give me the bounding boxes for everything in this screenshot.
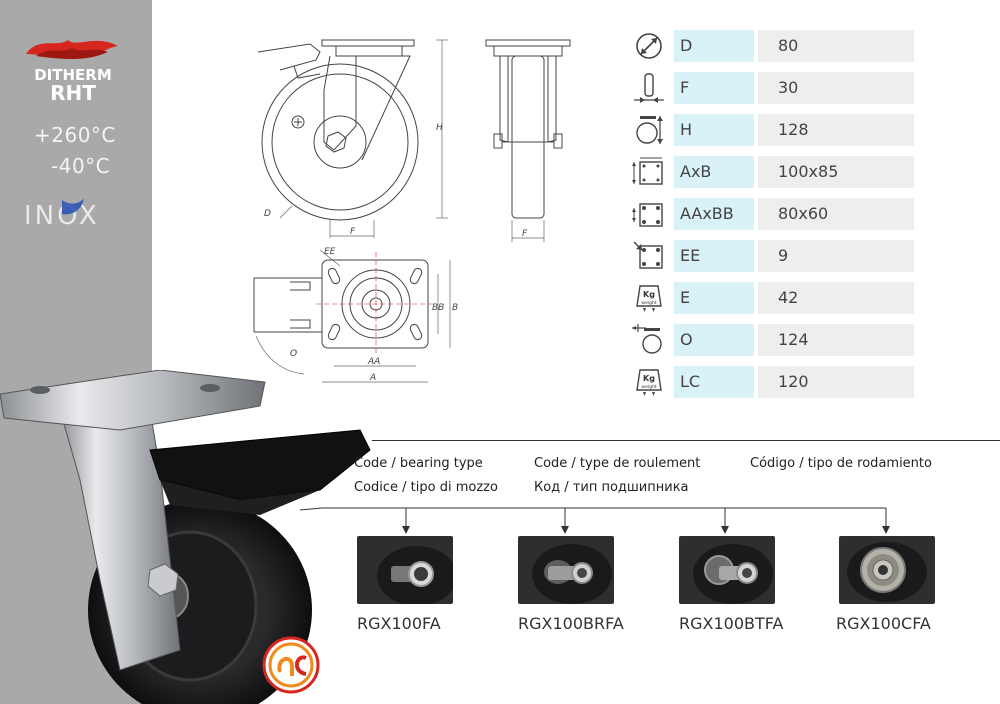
spec-code: LC — [674, 366, 754, 398]
bearing-code-rgx100brfa: RGX100BRFA — [518, 614, 624, 633]
bearing-photo-rgx100cfa — [839, 536, 935, 604]
spec-row-ee: EE 9 — [630, 240, 920, 272]
bearing-code-rgx100btfa: RGX100BTFA — [679, 614, 784, 633]
spec-code: EE — [674, 240, 754, 272]
brand-name-line1: DITHERM — [34, 66, 112, 84]
spec-value: 80 — [758, 30, 914, 62]
bearing-photo-rgx100fa — [357, 536, 453, 604]
bearing-header-en: Code / bearing type — [354, 456, 483, 471]
weight-text: weight — [641, 300, 656, 306]
temperature-max: +260°C — [34, 123, 116, 147]
inox-logo: INOX — [24, 198, 100, 231]
front-view-drawing: F — [485, 39, 571, 242]
dim-label-bb: BB — [432, 303, 444, 313]
spec-row-e: Kg weight E 42 — [630, 282, 920, 314]
spec-value: 42 — [758, 282, 914, 314]
spec-value: 30 — [758, 72, 914, 104]
spec-value: 80x60 — [758, 198, 914, 230]
spec-code: F — [674, 72, 754, 104]
spec-row-d: D 80 — [630, 30, 920, 62]
spec-value: 124 — [758, 324, 914, 356]
dim-label-b: B — [452, 303, 458, 313]
inox-logo-text: INOX — [24, 201, 100, 231]
swivel-radius-icon — [632, 324, 662, 354]
bearing-header-it: Codice / tipo di mozzo — [354, 480, 498, 495]
spec-row-axb: AxB 100x85 — [630, 156, 920, 188]
wheel-diameter-icon — [636, 33, 662, 59]
spec-code: E — [674, 282, 754, 314]
dc-logo — [262, 636, 320, 694]
dim-label-f-front: F — [522, 229, 528, 239]
weight-text: weight — [641, 384, 656, 390]
kg-text: Kg — [643, 374, 655, 383]
bearing-header-ru: Код / тип подшипника — [534, 480, 689, 495]
kg-text: Kg — [643, 290, 655, 299]
wheel-width-icon — [634, 73, 664, 103]
caster-product-photo — [0, 370, 371, 704]
bolt-hole-icon — [633, 241, 663, 269]
load-weight-icon: Kg weight — [636, 285, 662, 312]
top-view-drawing: EE O AA A BB B — [253, 247, 458, 383]
spec-row-lc: Kg weight LC 120 — [630, 366, 920, 398]
section-divider — [372, 440, 1000, 441]
spec-code: H — [674, 114, 754, 146]
bolt-hole-spacing-icon — [632, 203, 663, 227]
spec-value: 100x85 — [758, 156, 914, 188]
total-height-icon — [636, 116, 663, 144]
brand-name-line2: RHT — [50, 81, 96, 104]
spec-row-h: H 128 — [630, 114, 920, 146]
side-view-drawing: H D F — [257, 39, 448, 238]
spec-row-f: F 30 — [630, 72, 920, 104]
dim-label-f-side: F — [350, 227, 356, 237]
bearing-header-es: Código / tipo de rodamiento — [750, 456, 932, 471]
bearing-photo-rgx100btfa — [679, 536, 775, 604]
dim-label-a: A — [369, 373, 376, 383]
dim-label-aa: AA — [367, 357, 380, 367]
ditherm-rht-logo: DITHERM RHT — [26, 40, 118, 104]
bearing-code-rgx100fa: RGX100FA — [357, 614, 441, 633]
bearing-photo-rgx100brfa — [518, 536, 614, 604]
dim-label-h: H — [436, 123, 443, 133]
dim-label-o: O — [290, 349, 297, 359]
spec-row-aaxbb: AAxBB 80x60 — [630, 198, 920, 230]
spec-code: AAxBB — [674, 198, 754, 230]
load-capacity-icon: Kg weight — [636, 369, 662, 396]
spec-row-o: O 124 — [630, 324, 920, 356]
bearing-header-fr: Code / type de roulement — [534, 456, 701, 471]
spec-code: D — [674, 30, 754, 62]
spec-code: O — [674, 324, 754, 356]
brand-sidebar: DITHERM RHT +260°C -40°C INOX — [0, 0, 152, 704]
dim-label-ee: EE — [324, 247, 336, 257]
plate-size-icon — [632, 157, 663, 185]
dim-label-d: D — [264, 209, 271, 219]
spec-value: 120 — [758, 366, 914, 398]
spec-value: 9 — [758, 240, 914, 272]
bearing-pointer-lines — [300, 507, 890, 534]
bearing-code-rgx100cfa: RGX100CFA — [836, 614, 931, 633]
temperature-min: -40°C — [51, 154, 111, 178]
spec-code: AxB — [674, 156, 754, 188]
spec-value: 128 — [758, 114, 914, 146]
